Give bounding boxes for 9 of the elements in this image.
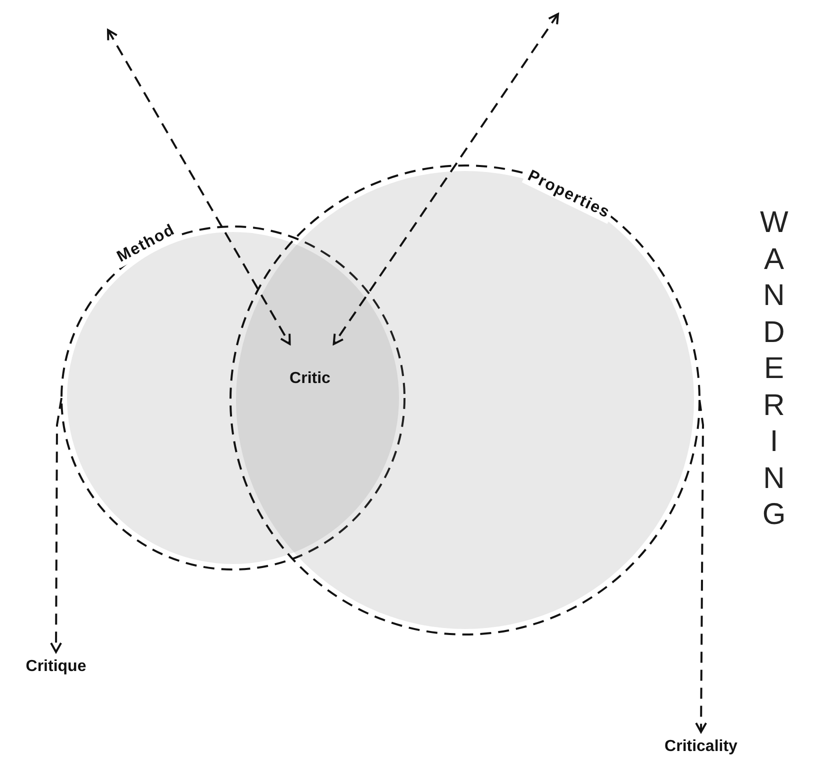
arrow [107,29,291,345]
arrow [332,13,559,345]
outcome-label: Critique [4,652,108,682]
arrow [695,400,708,733]
outcome-label: Criticality [636,732,766,762]
vertical-word: WANDERING [760,205,788,533]
arrow [50,398,62,653]
intersection-label: Critic [262,344,358,414]
venn-circle [229,164,701,636]
